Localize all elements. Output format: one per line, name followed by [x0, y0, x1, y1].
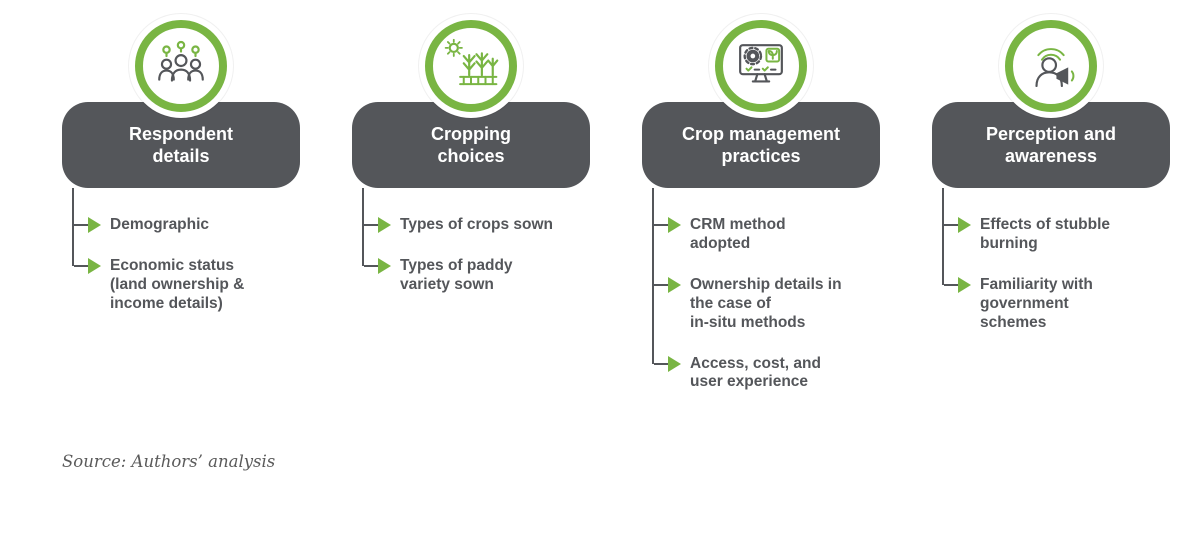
arrow-icon: [668, 217, 681, 233]
list-item: Types of paddy variety sown: [362, 256, 590, 317]
item-text: Economic status (land ownership & income…: [110, 256, 245, 312]
arrow-icon: [378, 217, 391, 233]
category-title: Cropping choices: [352, 102, 590, 188]
item-text: Effects of stubble burning: [980, 216, 1111, 252]
category-column-crop-management: Crop management practices CRM method ado…: [642, 20, 880, 414]
item-text: Ownership details in the case of in-situ…: [690, 275, 842, 331]
arrow-icon: [958, 276, 971, 293]
arrow-icon: [668, 355, 681, 372]
list-item: CRM method adopted: [652, 216, 880, 276]
list-item: Access, cost, and user experience: [652, 354, 880, 415]
item-text: CRM method adopted: [690, 216, 786, 252]
item-text: Familiarity with government schemes: [980, 275, 1093, 331]
category-title: Crop management practices: [642, 102, 880, 188]
list-item: Demographic: [72, 216, 300, 257]
person-megaphone-icon: [1005, 20, 1097, 112]
computer-settings-icon: [715, 20, 807, 112]
arrow-icon: [88, 217, 101, 233]
item-list: Effects of stubble burning Familiarity w…: [942, 188, 1170, 355]
arrow-icon: [88, 257, 101, 274]
list-item: Ownership details in the case of in-situ…: [652, 275, 880, 355]
category-column-cropping-choices: Cropping choices Types of crops sown Typ…: [352, 20, 590, 414]
category-column-perception-awareness: Perception and awareness Effects of stub…: [932, 20, 1170, 414]
item-text: Demographic: [110, 216, 210, 233]
source-note: Source: Authors’ analysis: [62, 452, 276, 471]
survey-structure-diagram: Respondent details Demographic Economic …: [62, 20, 1170, 414]
arrow-icon: [668, 276, 681, 293]
crops-field-icon: [425, 20, 517, 112]
item-text: Types of crops sown: [400, 216, 554, 233]
arrow-icon: [378, 257, 391, 274]
people-group-icon: [135, 20, 227, 112]
item-text: Types of paddy variety sown: [400, 256, 513, 293]
item-list: Types of crops sown Types of paddy varie…: [362, 188, 590, 317]
item-text: Access, cost, and user experience: [690, 354, 821, 391]
list-item: Economic status (land ownership & income…: [72, 256, 300, 336]
list-item: Effects of stubble burning: [942, 216, 1170, 276]
category-title: Respondent details: [62, 102, 300, 188]
item-list: Demographic Economic status (land owners…: [72, 188, 300, 336]
category-column-respondent-details: Respondent details Demographic Economic …: [62, 20, 300, 414]
list-item: Types of crops sown: [362, 216, 590, 257]
item-list: CRM method adopted Ownership details in …: [652, 188, 880, 414]
category-title: Perception and awareness: [932, 102, 1170, 188]
list-item: Familiarity with government schemes: [942, 275, 1170, 355]
arrow-icon: [958, 217, 971, 233]
